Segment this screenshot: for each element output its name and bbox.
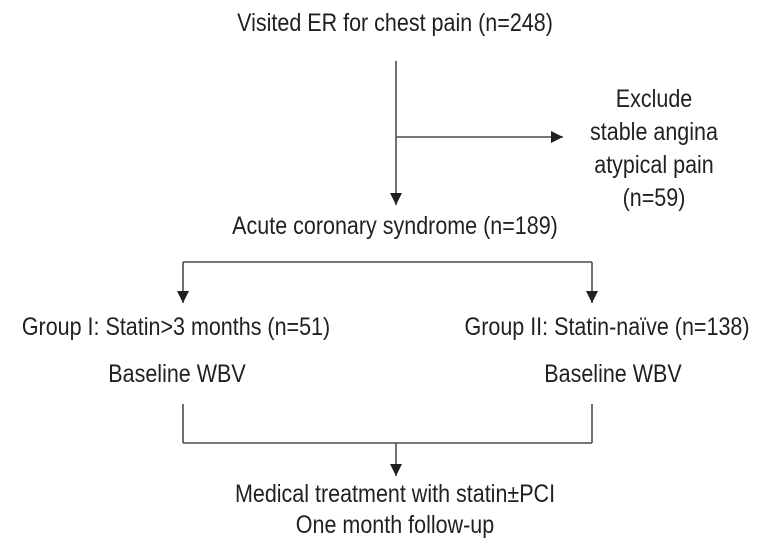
exclude-line-3: atypical pain: [594, 151, 714, 179]
exclude-line-4: (n=59): [622, 184, 686, 212]
node-group1-title: Group I: Statin>3 months (n=51): [21, 313, 331, 341]
node-group1-baseline-wbv: Baseline WBV: [108, 360, 246, 388]
node-visited-er: Visited ER for chest pain (n=248): [237, 9, 553, 37]
node-acute-coronary-syndrome: Acute coronary syndrome (n=189): [232, 212, 558, 240]
node-group2-baseline-wbv: Baseline WBV: [544, 360, 682, 388]
node-outcome: Medical treatment with statin±PCI One mo…: [235, 479, 555, 541]
exclude-line-1: Exclude: [615, 85, 693, 113]
exclude-line-2: stable angina: [590, 118, 718, 146]
outcome-line-1: Medical treatment with statin±PCI: [234, 480, 556, 508]
outcome-line-2: One month follow-up: [295, 511, 495, 539]
node-group2-title: Group II: Statin-naïve (n=138): [464, 313, 750, 341]
node-exclude: Exclude stable angina atypical pain (n=5…: [590, 83, 718, 215]
